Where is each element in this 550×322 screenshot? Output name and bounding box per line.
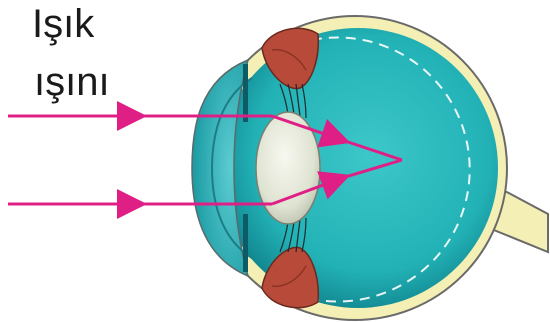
label-line-1: Işık: [32, 4, 94, 44]
label-line-2: ışını: [34, 62, 110, 102]
